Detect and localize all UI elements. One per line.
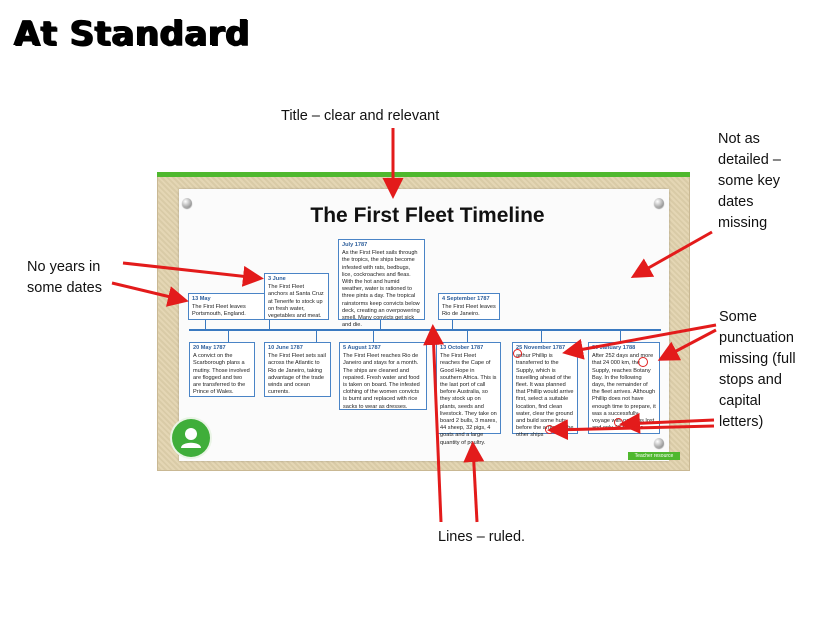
- timeline-title: The First Fleet Timeline: [310, 204, 545, 227]
- pushpin-icon: [182, 198, 192, 208]
- publisher-logo: Teacher resource: [628, 452, 680, 460]
- event-card: 4 September 1787 The First Fleet leaves …: [438, 293, 500, 320]
- annotation-lines: Lines – ruled.: [438, 529, 526, 545]
- event-card: July 1787 As the First Fleet sails throu…: [338, 239, 425, 328]
- tick: [467, 331, 468, 342]
- tick: [620, 331, 621, 342]
- board-top-strip: [157, 172, 690, 177]
- tick: [541, 331, 542, 342]
- annotation-detail: Not as detailed – some key dates missing: [718, 131, 781, 231]
- event-card: 5 August 1787 The First Fleet reaches Ri…: [339, 342, 427, 410]
- pushpin-icon: [654, 438, 664, 448]
- error-circle: [638, 357, 648, 367]
- tick: [373, 331, 374, 342]
- timeline-line: [189, 329, 661, 331]
- annotation-title: Title – clear and relevant: [281, 108, 440, 124]
- error-circle: [513, 349, 522, 358]
- user-avatar-icon: [172, 419, 210, 457]
- page-heading: At Standard: [14, 14, 251, 54]
- annotation-punctuation: Some punctuation missing (full stops and…: [719, 309, 796, 430]
- pushpin-icon: [654, 198, 664, 208]
- event-card: 25 November 1787 arthur Phillip is trans…: [512, 342, 578, 438]
- event-card: 13 May The First Fleet leaves Portsmouth…: [188, 293, 273, 320]
- tick: [205, 319, 206, 329]
- annotation-years: No years in some dates: [27, 259, 102, 296]
- tick: [228, 331, 229, 342]
- error-circle: [614, 418, 623, 427]
- tick: [316, 331, 317, 342]
- tick: [380, 319, 381, 329]
- user-silhouette-icon: [181, 428, 201, 448]
- tick: [452, 319, 453, 329]
- event-card: 3 June The First Fleet anchors at Santa …: [264, 273, 329, 320]
- event-card: 10 June 1787 The First Fleet sets sail a…: [264, 342, 331, 397]
- tick: [269, 319, 270, 329]
- error-circle: [545, 425, 554, 434]
- event-card: 20 January 1788 After 252 days and more …: [588, 342, 660, 434]
- event-card: 13 October 1787 The First Fleet reaches …: [436, 342, 501, 446]
- event-card: 20 May 1787 A convict on the Scarborough…: [189, 342, 255, 397]
